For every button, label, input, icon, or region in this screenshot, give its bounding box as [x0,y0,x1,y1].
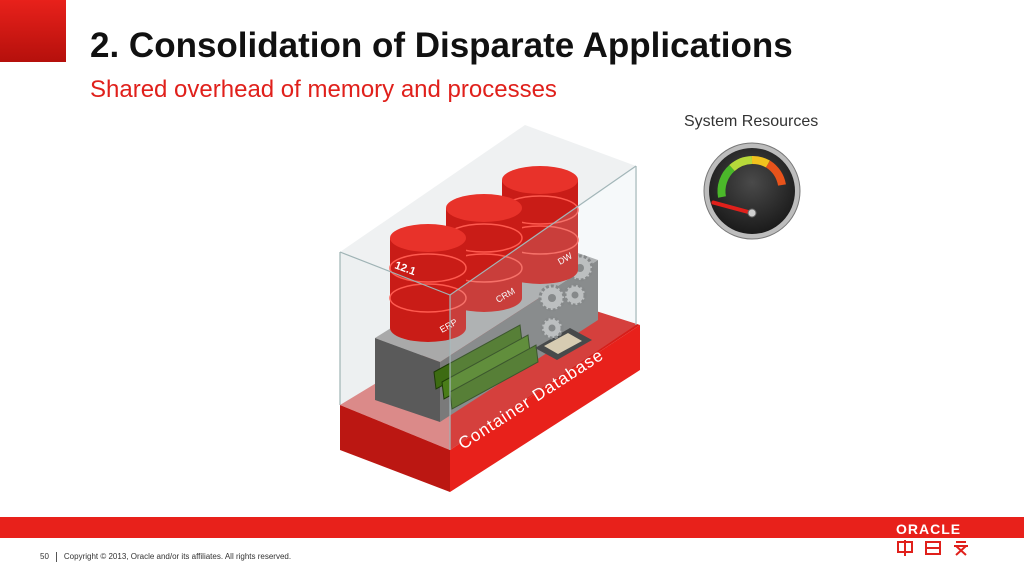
footer-bar [0,517,1024,538]
container-base-front [340,405,450,492]
container-database-diagram: DW CRM 12.1 ERP Container Database [339,125,640,492]
gauge-label: System Resources [684,113,819,130]
platform-front [375,338,440,422]
oracle-logo: ORACLE [896,521,962,537]
system-resources-gauge-icon [703,142,801,240]
slide-subtitle: Shared overhead of memory and processes [90,76,557,103]
page-number: 50 [40,552,49,562]
container-base-side [450,325,640,492]
copyright-text: Copyright © 2013, Oracle and/or its affi… [63,552,292,562]
corner-accent-block [0,0,66,62]
footer-text: 50 Copyright © 2013, Oracle and/or its af… [40,552,291,562]
slide-title: 2. Consolidation of Disparate Applicatio… [90,26,793,65]
database-stack-erp: 12.1 ERP [389,224,467,342]
footer-separator [55,552,57,562]
chinese-logo-icon [897,540,968,556]
memory-module-3 [449,344,539,410]
